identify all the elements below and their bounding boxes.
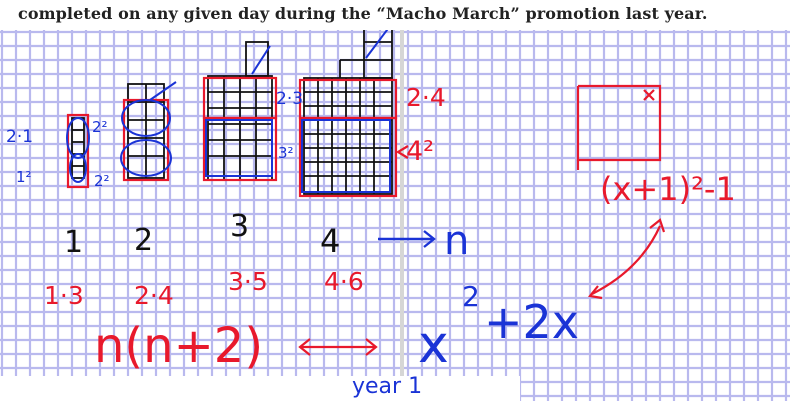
expression-plus-2x: +2x (484, 295, 579, 349)
variable-n: n (444, 218, 469, 264)
figure-number-4: 4 (320, 222, 340, 260)
figure-3-red-box-bottom (202, 116, 278, 182)
figure-number-1: 1 (64, 225, 83, 260)
figure-1-blue-circle-lower (69, 153, 87, 183)
figure-3-blue-box (205, 119, 273, 177)
arrow-to-n-icon (378, 230, 436, 248)
fig4-right-top: 2·4 (406, 83, 446, 112)
double-arrow-icon (298, 338, 378, 356)
fig1-bottom-label: 1² (16, 168, 32, 186)
product-3: 3·5 (228, 267, 268, 296)
completed-square-drawing (576, 84, 662, 170)
figure-4-blue-box (301, 119, 391, 193)
fig1-side-bottom: 2² (94, 172, 110, 190)
figure-4-blue-slash (365, 25, 391, 59)
problem-text: completed on any given day during the “M… (18, 4, 708, 23)
expression-n-times-n-plus-2: n(n+2) (94, 318, 263, 374)
curved-double-arrow-icon (587, 218, 666, 300)
figure-3-blue-slash (251, 45, 271, 75)
figure-number-2: 2 (134, 223, 153, 258)
arrow-to-42-icon (395, 145, 409, 159)
fig1-side-top: 2² (92, 118, 108, 136)
fig4-right-bottom: 4² (406, 136, 434, 167)
footer-label: year 1 (352, 374, 423, 399)
fig3-side-top: 2·3 (276, 89, 303, 109)
product-4: 4·6 (324, 267, 364, 296)
problem-text-banner: completed on any given day during the “M… (0, 0, 790, 30)
figure-4-red-box-bottom (298, 116, 398, 198)
figure-number-3: 3 (230, 209, 249, 244)
fig1-left-label: 2·1 (6, 127, 33, 147)
footer-blank-area (0, 376, 520, 401)
fig3-side-bottom: 3² (278, 144, 294, 162)
figure-2-blue-circle-bottom (120, 139, 172, 177)
figure-2-blue-circle-top (121, 99, 171, 137)
figure-2-blue-slash (149, 81, 177, 101)
expression-x: x (418, 315, 449, 375)
product-1: 1·3 (44, 281, 84, 310)
expression-x-exponent: 2 (462, 280, 480, 313)
expression-completed-square: (x+1)²-1 (600, 170, 736, 208)
figure-1-blue-circle (66, 117, 90, 159)
figure-1-red-outline (66, 113, 90, 189)
product-2: 2·4 (134, 281, 174, 310)
figure-4-tiles (303, 23, 393, 195)
